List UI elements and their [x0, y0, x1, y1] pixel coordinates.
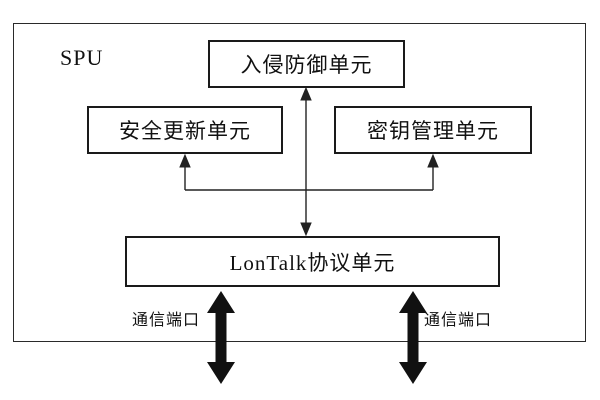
spu-boundary-frame — [13, 23, 586, 342]
up-arrowhead-icon — [179, 153, 191, 168]
left-comm-port-double-arrow-icon — [207, 291, 235, 384]
security-update-unit-box: 安全更新单元 — [87, 106, 283, 154]
branch-bus — [179, 153, 439, 191]
comm-port-label-right: 通信端口 — [424, 312, 493, 329]
comm-port-label-left: 通信端口 — [132, 312, 201, 329]
up-arrowhead-icon — [300, 86, 312, 101]
down-arrowhead-icon — [300, 222, 312, 237]
intrusion-prevention-unit-label: 入侵防御单元 — [240, 53, 373, 77]
security-update-unit-label: 安全更新单元 — [119, 119, 251, 143]
lontalk-protocol-unit-box: LonTalk协议单元 — [125, 236, 500, 287]
intrusion-lontalk-double-arrow — [300, 86, 312, 237]
up-arrowhead-icon — [427, 153, 439, 168]
key-management-unit-box: 密钥管理单元 — [334, 106, 532, 154]
intrusion-prevention-unit-box: 入侵防御单元 — [208, 40, 405, 88]
system-label: SPU — [60, 45, 104, 70]
key-management-unit-label: 密钥管理单元 — [367, 119, 499, 143]
right-comm-port-double-arrow-icon — [399, 291, 427, 384]
lontalk-protocol-unit-label: LonTalk协议单元 — [229, 250, 396, 275]
